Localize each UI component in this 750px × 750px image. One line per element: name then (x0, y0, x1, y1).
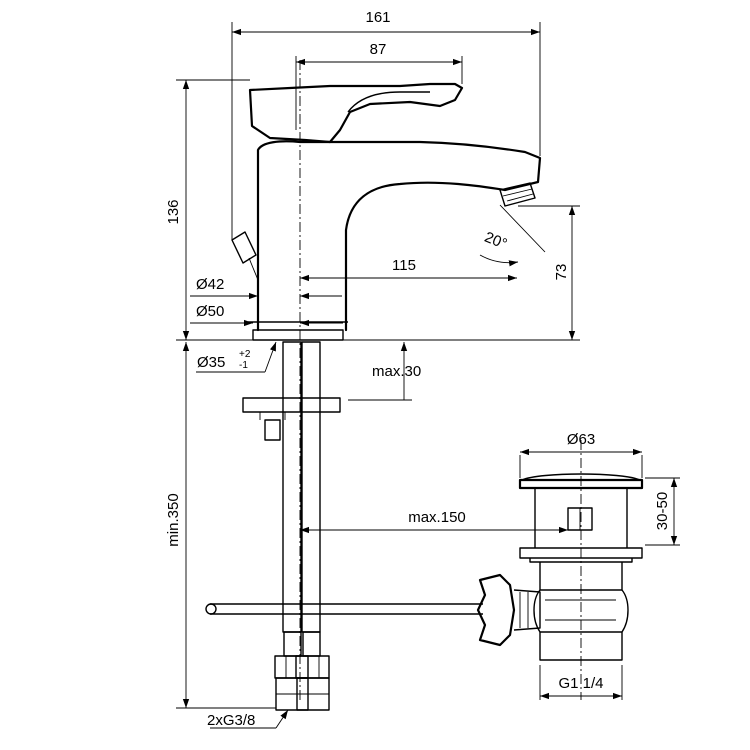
dim-rod-length: max.150 (408, 509, 466, 526)
dim-hole-tol-upper: +2 (239, 349, 251, 360)
dim-lever-width: 87 (370, 41, 387, 58)
dim-base-diameter-1: Ø42 (196, 276, 224, 293)
dim-supply-thread: 2xG3/8 (207, 712, 255, 729)
braided-hose-right (301, 341, 321, 633)
dim-hose-length: min.350 (165, 493, 182, 546)
dim-hole-diameter: Ø35 (197, 354, 225, 371)
dim-overall-width: 161 (365, 9, 390, 26)
pop-up-rod-knob (231, 231, 259, 281)
pop-up-pull-rod (205, 603, 483, 615)
dim-spray-angle: 20° (482, 229, 509, 253)
dim-projection: 115 (392, 257, 416, 274)
hose-connectors (274, 631, 330, 711)
dimension-lines (182, 28, 678, 729)
waste-rod-connector (476, 573, 541, 647)
dim-waste-thread: G1 1/4 (558, 675, 603, 692)
tap-lever (248, 82, 464, 144)
dimension-labels: 161 87 136 115 73 20° Ø42 Ø50 Ø35 +2 -1 … (165, 9, 671, 729)
dim-height: 136 (165, 199, 182, 224)
dim-hole-tol-lower: -1 (239, 360, 248, 371)
dim-max-deck: max.30 (372, 363, 421, 380)
mounting-nut (242, 397, 341, 441)
aerator-outlet (499, 182, 536, 207)
dim-waste-range: 30-50 (654, 492, 671, 530)
dim-waste-diameter: Ø63 (567, 431, 595, 448)
dim-outlet-height: 73 (553, 264, 570, 281)
braided-hose-left (282, 341, 302, 633)
center-lines (299, 60, 582, 700)
dim-base-diameter-2: Ø50 (196, 303, 224, 320)
